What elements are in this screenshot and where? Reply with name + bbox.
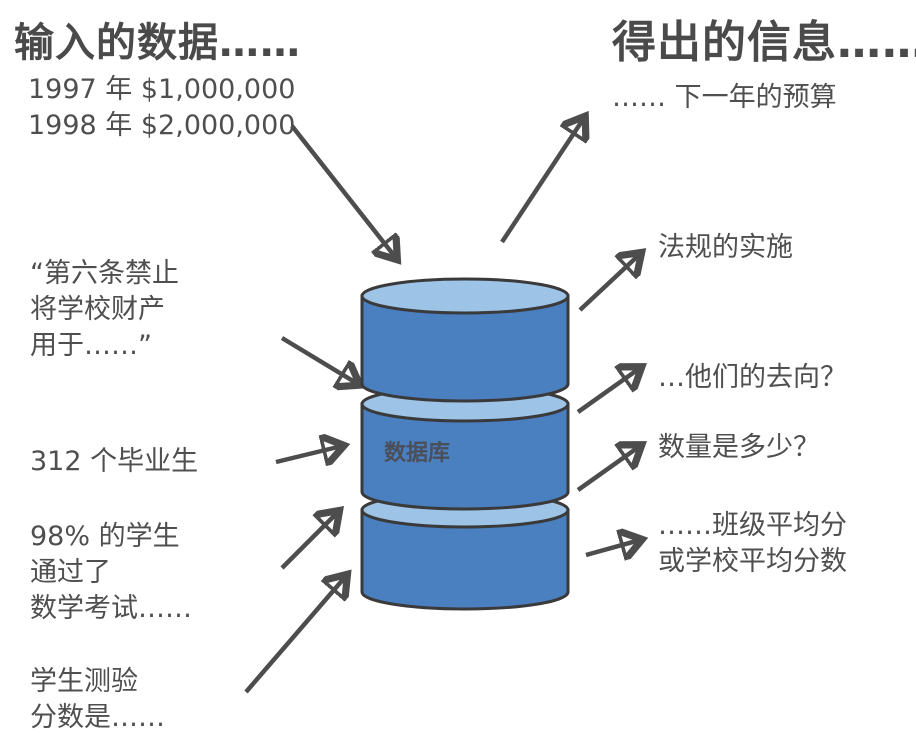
output-law-text: 法规的实施 <box>658 232 793 263</box>
output-where-text: …他们的去向？ <box>658 362 847 393</box>
output-average-line-1: ……班级平均分 <box>658 510 847 541</box>
arrow-scores-in <box>244 576 346 694</box>
arrow-count-out <box>576 446 640 492</box>
output-average-line-2: 或学校平均分数 <box>658 546 847 577</box>
arrow-graduates-in <box>275 446 342 462</box>
output-count-text: 数量是多少？ <box>658 432 820 463</box>
input-math-line-2: 通过了 <box>30 557 111 588</box>
input-law-line-3: 用于……” <box>30 330 152 361</box>
input-law-line-1: “第六条禁止 <box>30 258 179 289</box>
output-info-heading: 得出的信息…… <box>612 17 916 68</box>
input-scores-text: 学生测验 分数是…… <box>30 664 165 736</box>
input-budget-text: 1997 年 $1,000,000 1998 年 $2,000,000 <box>28 72 295 144</box>
input-scores-line-1: 学生测验 <box>30 666 138 697</box>
input-math-line-3: 数学考试…… <box>30 593 192 624</box>
input-graduates-text: 312 个毕业生 <box>30 446 199 477</box>
output-budget-text: …… 下一年的预算 <box>612 82 837 113</box>
arrow-budget-out <box>500 118 584 244</box>
input-math-text: 98% 的学生 通过了 数学考试…… <box>30 519 192 627</box>
input-law-text: “第六条禁止 将学校财产 用于……” <box>30 256 179 364</box>
arrow-avg-out <box>585 540 640 555</box>
input-math-line-1: 98% 的学生 <box>30 521 180 552</box>
input-scores-line-2: 分数是…… <box>30 702 165 733</box>
database-cylinder: 数据库 <box>360 277 570 611</box>
input-law-line-2: 将学校财产 <box>30 294 165 325</box>
database-label: 数据库 <box>384 440 450 466</box>
arrow-math-in <box>280 512 338 570</box>
input-budget-line-1997: 1997 年 $1,000,000 <box>28 74 296 105</box>
input-budget-line-1998: 1998 年 $2,000,000 <box>28 110 296 141</box>
arrow-budget-in <box>290 124 396 258</box>
database-segment-top <box>360 277 570 403</box>
input-data-heading: 输入的数据…… <box>14 20 301 66</box>
arrow-where-out <box>576 368 640 414</box>
output-average-text: ……班级平均分 或学校平均分数 <box>658 508 847 580</box>
arrow-law-out <box>578 254 640 312</box>
arrow-law-in <box>280 336 358 384</box>
